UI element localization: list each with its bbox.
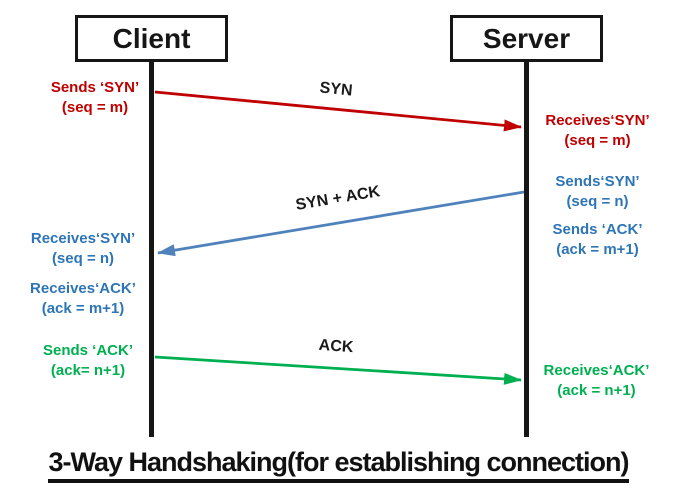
actor-label-server: Server [482,22,571,54]
annotation-line: Sends ‘ACK’ [42,342,133,359]
annotation-line: (ack = n+1) [557,382,636,399]
client-lifeline [149,61,154,437]
annotation-line: (ack = m+1) [556,241,639,258]
annotation-line: (seq = m) [61,99,129,116]
actor-box-server: Server [450,15,603,62]
annotation-line: Sends ‘SYN’ [50,79,140,96]
annotation-line: (ack= n+1) [50,362,126,379]
annotation-line: Sends ‘ACK’ [552,221,643,238]
diagram-title-container: 3-Way Handshaking(for establishing conne… [0,447,677,483]
actor-box-client: Client [75,15,228,62]
annotation-line: (seq = n) [51,250,115,267]
actor-label-client: Client [112,22,191,54]
ack-arrow [154,355,522,385]
annotation-client-receives-syn: Receives‘SYN’ (seq = n) [13,229,153,269]
annotation-client-sends-ack: Sends ‘ACK’ (ack= n+1) [18,341,158,381]
annotation-line: (seq = n) [566,193,629,210]
server-lifeline [524,61,529,437]
annotation-line: Receives‘ACK’ [543,362,650,379]
annotation-server-receives-syn: Receives‘SYN’ (seq = m) [535,111,660,151]
annotation-client-sends-syn: Sends ‘SYN’ (seq = m) [25,78,165,118]
annotation-client-receives-ack: Receives‘ACK’ (ack = m+1) [13,279,153,319]
annotation-line: (ack = m+1) [41,300,125,317]
syn-ack-arrow [157,190,525,257]
annotation-line: Receives‘SYN’ [30,230,136,247]
annotation-line: Sends‘SYN’ [555,173,640,190]
annotation-server-sends-syn: Sends‘SYN’ (seq = n) [535,172,660,212]
annotation-line: (seq = m) [564,132,631,149]
annotation-server-receives-ack: Receives‘ACK’ (ack = n+1) [533,361,660,401]
annotation-line: Receives‘SYN’ [545,112,650,129]
syn-arrow [154,90,522,132]
annotation-line: Receives‘ACK’ [30,280,136,297]
annotation-server-sends-ack: Sends ‘ACK’ (ack = m+1) [530,220,665,260]
diagram-title: 3-Way Handshaking(for establishing conne… [48,447,630,483]
